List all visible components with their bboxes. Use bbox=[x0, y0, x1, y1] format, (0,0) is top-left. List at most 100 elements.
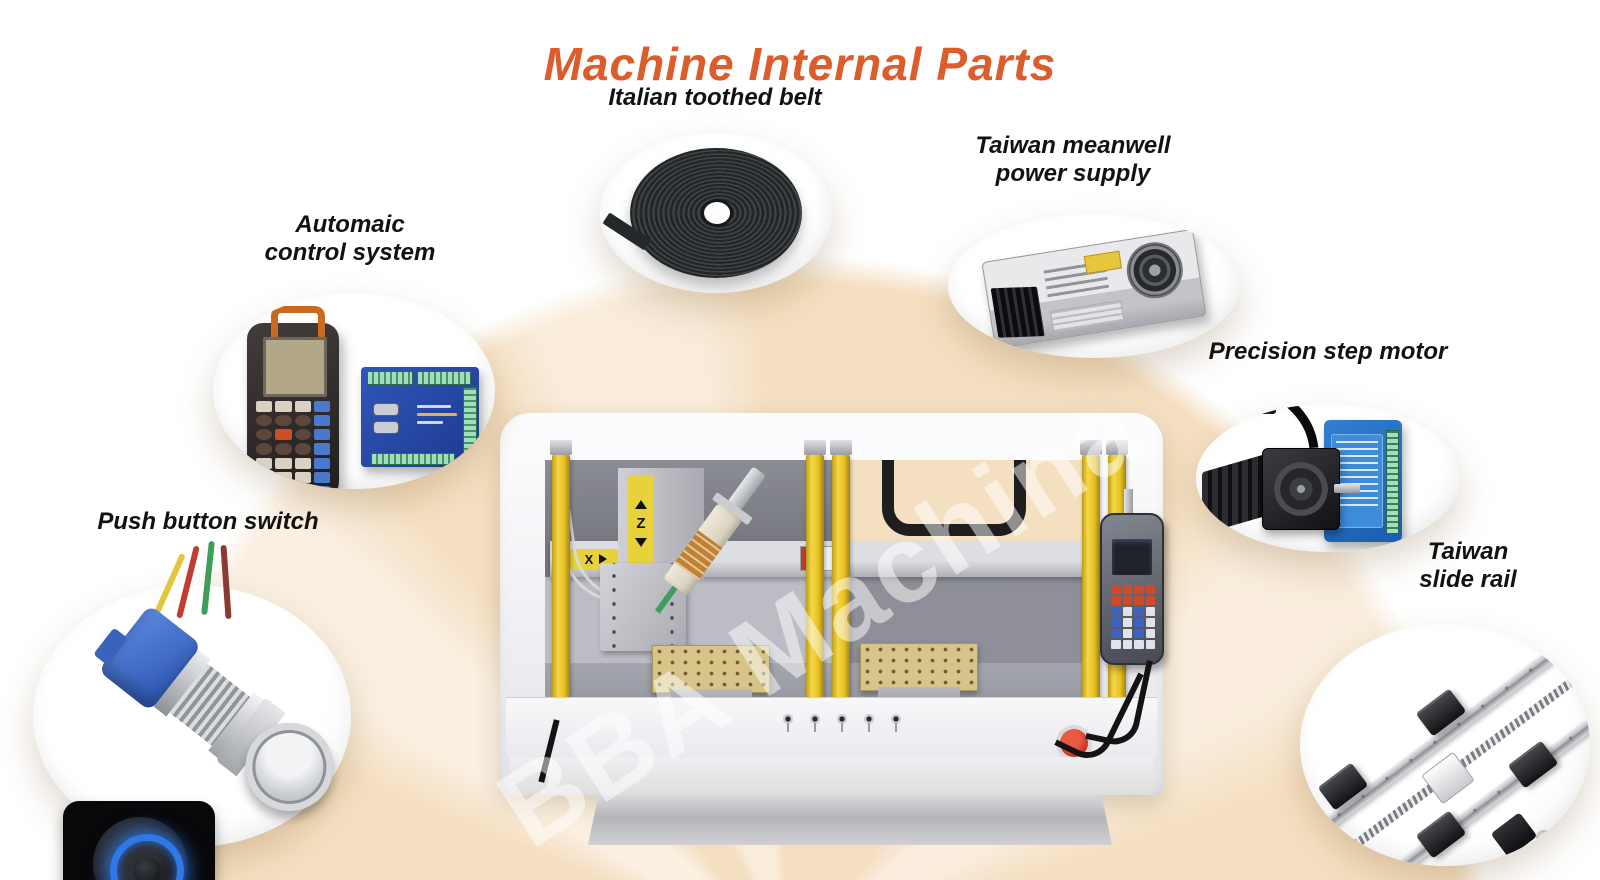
cell bbox=[810, 714, 820, 732]
push-button-switch bbox=[93, 603, 352, 829]
cell bbox=[1145, 618, 1155, 627]
light-curtain-left bbox=[550, 440, 572, 749]
motor-connector bbox=[1240, 404, 1276, 414]
part-bubble-power-supply bbox=[948, 214, 1240, 358]
terminal-strip bbox=[367, 371, 413, 385]
cell bbox=[1122, 596, 1132, 605]
motor-shaft bbox=[1334, 484, 1360, 493]
cell bbox=[256, 415, 273, 427]
db9-connector bbox=[373, 421, 399, 434]
light-curtain-mid-b bbox=[830, 440, 852, 749]
label-power-supply: Taiwan meanwell power supply bbox=[975, 132, 1171, 187]
cell bbox=[294, 415, 311, 427]
z-arrow-down-icon bbox=[635, 537, 647, 547]
cell bbox=[1145, 640, 1155, 649]
label-control-system: Automaic control system bbox=[264, 211, 436, 266]
cell bbox=[313, 471, 330, 483]
motion-control-board bbox=[361, 367, 479, 467]
cell bbox=[313, 415, 330, 427]
part-bubble-control-system bbox=[213, 293, 495, 489]
belt-center-hole bbox=[704, 202, 731, 224]
pendant-hook bbox=[1124, 489, 1133, 519]
cell bbox=[275, 485, 292, 489]
label-slide-rail: Taiwan slide rail bbox=[1419, 538, 1517, 593]
emergency-stop-button bbox=[1060, 729, 1088, 757]
cell bbox=[1122, 618, 1132, 627]
cell bbox=[1134, 607, 1144, 616]
controller-handle bbox=[271, 306, 325, 339]
cell bbox=[294, 429, 311, 441]
motor-front-face bbox=[1262, 448, 1340, 530]
cell bbox=[275, 415, 292, 427]
cell bbox=[891, 714, 901, 732]
cell bbox=[837, 714, 847, 732]
cell bbox=[1111, 596, 1121, 605]
board-silkscreen bbox=[417, 413, 457, 416]
cell bbox=[1111, 618, 1121, 627]
lit-button-bezel bbox=[93, 817, 187, 880]
cell bbox=[1134, 640, 1144, 649]
part-bubble-slide-rail bbox=[1300, 624, 1590, 866]
cell bbox=[1134, 629, 1144, 638]
light-curtain-right-a bbox=[1080, 440, 1102, 749]
machine-photo: X Z bbox=[500, 413, 1164, 848]
toggle-switch-row bbox=[783, 714, 901, 732]
terminal-strip bbox=[417, 371, 471, 385]
cell bbox=[256, 429, 273, 441]
part-bubble-push-button bbox=[33, 540, 352, 880]
pendant-body bbox=[1100, 513, 1164, 665]
cell bbox=[1122, 640, 1132, 649]
cell bbox=[1122, 585, 1132, 594]
cell bbox=[275, 401, 292, 413]
cell bbox=[1111, 640, 1121, 649]
cell bbox=[1111, 585, 1121, 594]
cell bbox=[1111, 629, 1121, 638]
board-silkscreen bbox=[417, 421, 443, 424]
work-table-right bbox=[860, 643, 978, 691]
pendant-keypad bbox=[1111, 585, 1155, 649]
terminal-strip bbox=[463, 387, 477, 455]
cell bbox=[256, 485, 273, 489]
cell bbox=[1134, 596, 1144, 605]
cell bbox=[294, 401, 311, 413]
part-bubble-toothed-belt bbox=[600, 133, 832, 293]
cell bbox=[256, 401, 273, 413]
cell bbox=[313, 485, 330, 489]
z-arrow-up-icon bbox=[635, 499, 647, 509]
screw-coupling bbox=[1536, 830, 1552, 846]
cell bbox=[313, 429, 330, 441]
motor-flange-rings bbox=[1274, 462, 1328, 516]
driver-terminal-strip bbox=[1386, 430, 1399, 534]
cell bbox=[275, 429, 292, 441]
machine-front-panel bbox=[506, 697, 1157, 758]
label-push-button: Push button switch bbox=[97, 508, 319, 535]
pendant-screen bbox=[1112, 539, 1152, 575]
handheld-controller bbox=[247, 306, 339, 489]
psu-terminal-block bbox=[990, 286, 1045, 338]
syringe-needle bbox=[654, 585, 678, 614]
cell bbox=[783, 714, 793, 732]
linear-rail bbox=[1363, 700, 1590, 866]
lit-button-core bbox=[133, 857, 161, 880]
blue-led-ring bbox=[110, 834, 184, 880]
cell bbox=[294, 457, 311, 469]
cell bbox=[256, 457, 273, 469]
teach-pendant bbox=[1054, 489, 1164, 767]
cell bbox=[313, 457, 330, 469]
cell bbox=[1122, 607, 1132, 616]
driver-spec-text bbox=[1336, 440, 1378, 506]
machine-metal-base bbox=[588, 795, 1112, 845]
cell bbox=[1122, 629, 1132, 638]
syringe-barrel bbox=[662, 502, 743, 597]
db9-connector bbox=[373, 403, 399, 416]
board-silkscreen bbox=[417, 405, 451, 408]
cell bbox=[294, 443, 311, 455]
meanwell-power-supply bbox=[981, 228, 1207, 350]
cell bbox=[1134, 585, 1144, 594]
label-toothed-belt: Italian toothed belt bbox=[608, 84, 822, 111]
page-title: Machine Internal Parts bbox=[543, 37, 1057, 90]
cell bbox=[313, 443, 330, 455]
screw-end-motor bbox=[1490, 812, 1538, 858]
cell bbox=[275, 471, 292, 483]
cell bbox=[294, 485, 311, 489]
